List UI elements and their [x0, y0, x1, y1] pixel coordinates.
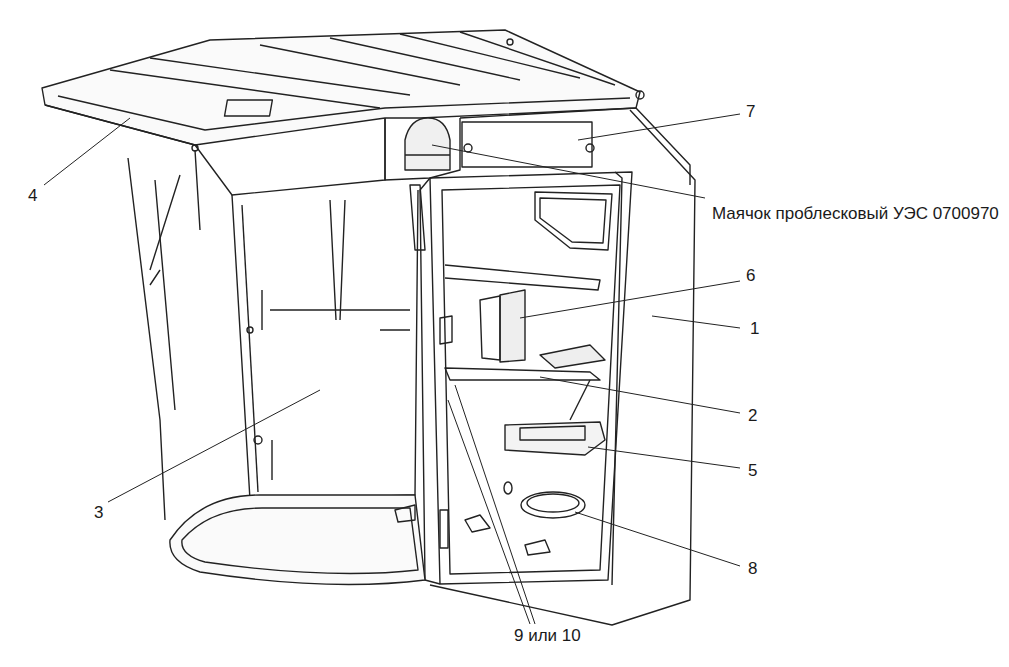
callout-number: 2	[746, 406, 759, 426]
callout-number: 4	[26, 186, 39, 206]
part-note: Маячок проблесковый УЭС 0700970	[710, 204, 1001, 224]
callout-number: 9 или 10	[512, 626, 583, 646]
callout-number: 7	[744, 102, 757, 122]
callout-number: 8	[746, 559, 759, 579]
callout-number: 1	[748, 319, 761, 339]
callout-number: 3	[92, 503, 105, 523]
callout-number: 5	[746, 461, 759, 481]
callout-number: 6	[744, 266, 757, 286]
